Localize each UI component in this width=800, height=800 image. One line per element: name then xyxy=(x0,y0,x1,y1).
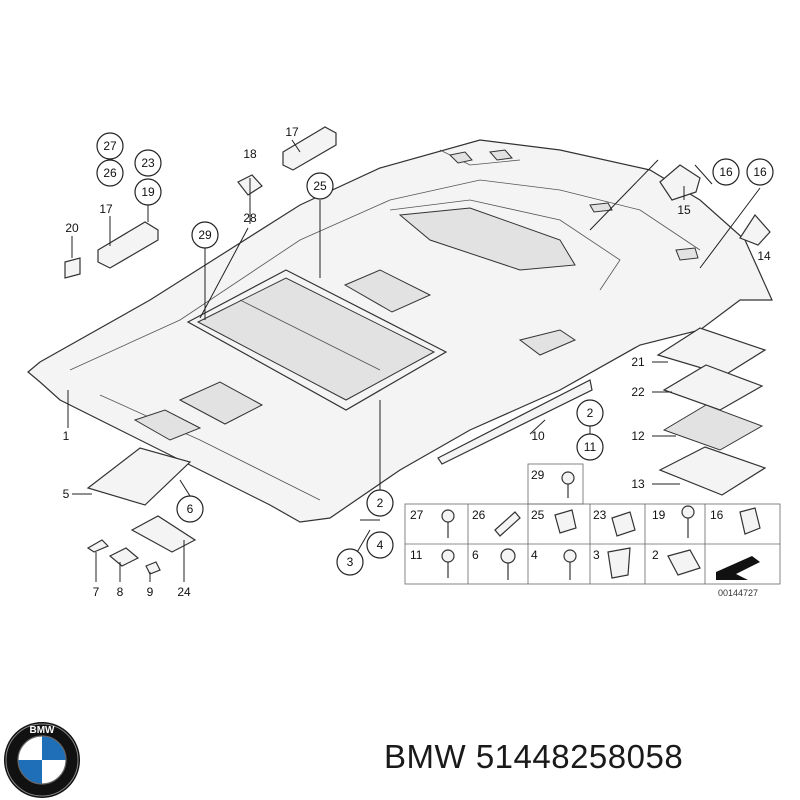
label-17-left: 17 xyxy=(99,202,113,216)
grid-label-6: 6 xyxy=(472,548,479,562)
bmw-logo: BMW xyxy=(4,722,80,798)
callouts: 27 26 23 19 17 20 18 28 17 25 29 16 16 1… xyxy=(63,125,774,599)
label-17-top: 17 xyxy=(285,125,299,139)
callout-25: 25 xyxy=(313,179,327,193)
grid-label-2: 2 xyxy=(652,548,659,562)
label-20: 20 xyxy=(65,221,79,235)
grid-label-29: 29 xyxy=(531,468,545,482)
logo-letters: BMW xyxy=(30,725,56,736)
callout-27: 27 xyxy=(103,139,117,153)
label-8: 8 xyxy=(117,585,124,599)
grid-label-25: 25 xyxy=(531,508,545,522)
label-15: 15 xyxy=(677,203,691,217)
callout-23: 23 xyxy=(141,156,155,170)
label-7: 7 xyxy=(93,585,100,599)
callout-6: 6 xyxy=(187,502,194,516)
headliner-panel xyxy=(27,139,773,523)
label-10: 10 xyxy=(531,429,545,443)
cover-20 xyxy=(64,257,81,279)
callout-3: 3 xyxy=(347,555,354,569)
grid-label-26: 26 xyxy=(472,508,486,522)
clip-14 xyxy=(739,214,771,246)
callout-4: 4 xyxy=(377,538,384,552)
clip-15 xyxy=(659,164,701,201)
callout-26: 26 xyxy=(103,166,117,180)
part-number-title: BMW 51448258058 xyxy=(384,738,684,775)
interior-light-parts xyxy=(656,327,767,496)
leader-lines xyxy=(67,139,761,582)
callout-16-b: 16 xyxy=(753,165,767,179)
callout-29: 29 xyxy=(198,228,212,242)
label-18: 18 xyxy=(243,147,257,161)
trim-strip-10 xyxy=(437,379,593,465)
callout-11: 11 xyxy=(584,440,597,454)
grid-label-23: 23 xyxy=(593,508,607,522)
label-28: 28 xyxy=(243,211,257,225)
label-1: 1 xyxy=(63,429,70,443)
callout-2-a: 2 xyxy=(587,406,594,420)
label-12: 12 xyxy=(631,429,645,443)
label-13: 13 xyxy=(631,477,645,491)
fastener-grid: 29 27 26 25 23 19 16 11 6 4 3 2 00144727 xyxy=(404,463,781,598)
label-21: 21 xyxy=(631,355,645,369)
grid-label-4: 4 xyxy=(531,548,538,562)
label-9: 9 xyxy=(147,585,154,599)
label-24: 24 xyxy=(177,585,191,599)
label-5: 5 xyxy=(63,487,70,501)
grid-label-16: 16 xyxy=(710,508,724,522)
callout-19: 19 xyxy=(141,185,155,199)
grab-handle-17-left xyxy=(97,221,159,269)
callout-16-a: 16 xyxy=(719,165,733,179)
grab-handle-17-top xyxy=(282,126,337,171)
callout-2-b: 2 xyxy=(377,496,384,510)
label-14: 14 xyxy=(757,249,771,263)
overhead-console-parts xyxy=(86,447,197,575)
grid-label-3: 3 xyxy=(593,548,600,562)
label-22: 22 xyxy=(631,385,645,399)
direction-arrow-icon xyxy=(716,556,760,580)
grid-label-27: 27 xyxy=(410,508,424,522)
drawing-number: 00144727 xyxy=(718,588,758,598)
grid-label-19: 19 xyxy=(652,508,666,522)
grid-label-11: 11 xyxy=(410,548,423,562)
